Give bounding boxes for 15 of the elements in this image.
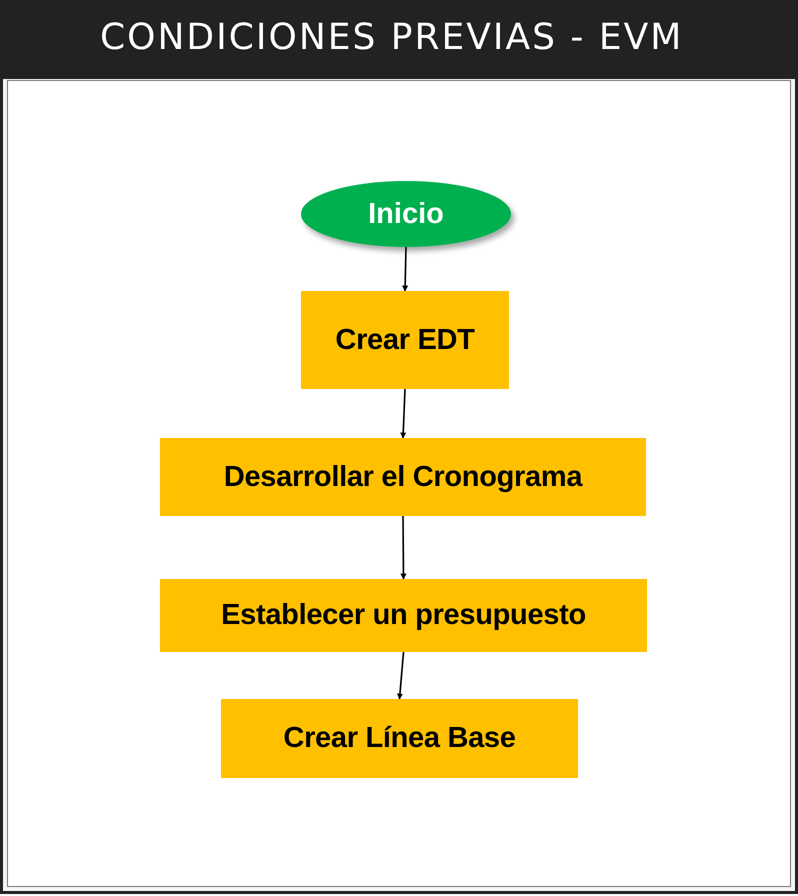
process-box (221, 699, 578, 778)
node-label: Inicio (368, 196, 444, 232)
node-label: Desarrollar el Cronograma (224, 460, 582, 495)
node-label: Establecer un presupuesto (221, 598, 586, 634)
start-ellipse (301, 181, 511, 247)
process-box (160, 438, 646, 516)
arrow (402, 246, 408, 292)
node-label: Crear Línea Base (283, 721, 516, 756)
node-label: Crear EDT (335, 322, 475, 358)
arrow (396, 652, 404, 700)
process-box (301, 291, 509, 389)
process-box (160, 579, 647, 652)
arrow (400, 388, 406, 439)
arrow (400, 516, 406, 580)
title: CONDICIONES PREVIAS - EVM (100, 16, 684, 60)
